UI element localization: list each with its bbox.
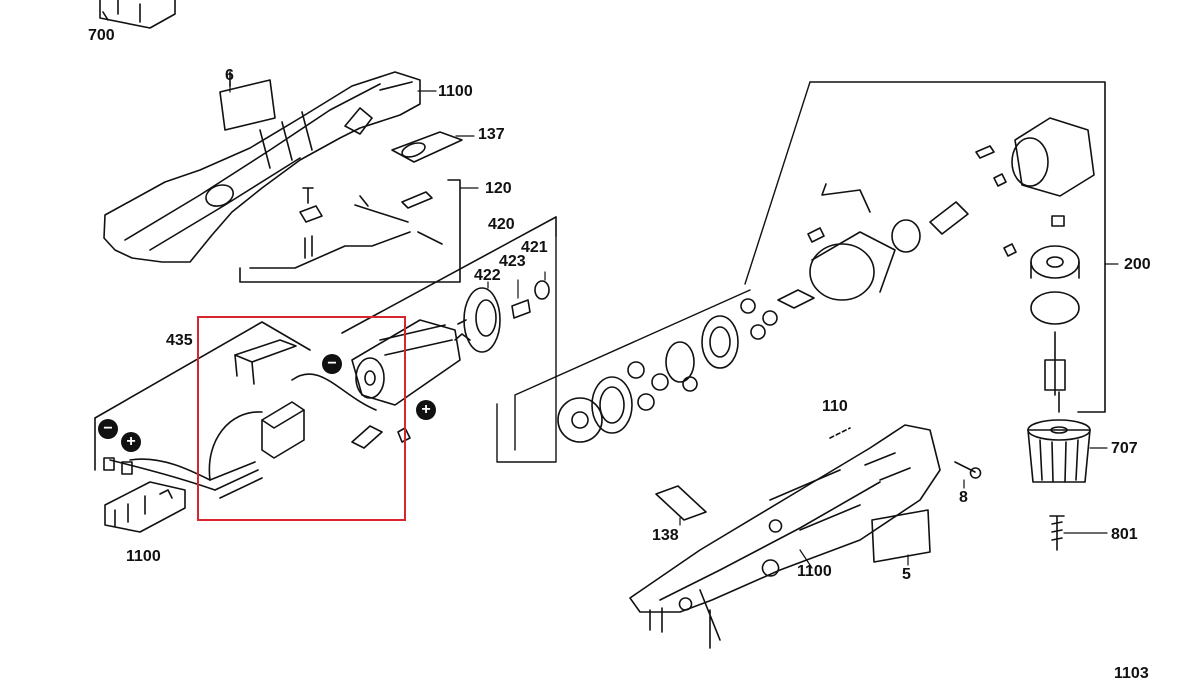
label-6: 6 — [225, 67, 234, 84]
gear-housing-drawing — [807, 183, 969, 301]
minus-terminal-marker-battery: − — [98, 419, 118, 439]
label-420: 420 — [488, 216, 515, 233]
label-422: 422 — [474, 267, 501, 284]
switch-assembly-120-drawing — [239, 179, 461, 283]
label-137: 137 — [478, 126, 505, 143]
leader-lines — [229, 81, 1119, 569]
highlight-box — [197, 316, 406, 521]
label-707: 707 — [1111, 440, 1138, 457]
motor-drawing — [351, 319, 471, 406]
clip-110-drawing — [829, 427, 851, 439]
group-420-bracket — [341, 216, 557, 463]
angle-head-200-drawing — [514, 81, 1106, 451]
label-801: 801 — [1111, 526, 1138, 543]
label-1100-top: 1100 — [438, 83, 473, 100]
wiring-harness-drawing — [109, 339, 411, 499]
chuck-707-drawing — [1027, 391, 1091, 483]
group-435-bracket — [94, 321, 311, 471]
label-120: 120 — [485, 180, 512, 197]
label-8: 8 — [959, 489, 968, 506]
label-700: 700 — [88, 27, 115, 44]
plus-terminal-marker-battery: + — [121, 432, 141, 452]
screw-801-drawing — [1049, 515, 1065, 551]
label-110: 110 — [822, 398, 848, 415]
label-1100-bottom: 1100 — [797, 563, 832, 580]
label-138: 138 — [652, 527, 679, 544]
label-1100-left: 1100 — [126, 548, 161, 565]
label-421: 421 — [521, 239, 548, 256]
label-5-drawing — [871, 509, 931, 563]
housing-half-1100-bottom-drawing — [629, 424, 941, 649]
label-423: 423 — [499, 253, 526, 270]
label-1103-partial: 1103 — [1114, 665, 1149, 682]
switch-cover-137-drawing — [391, 131, 463, 163]
label-435: 435 — [166, 332, 193, 349]
terminal-block-1100-left-drawing — [104, 481, 186, 533]
plus-terminal-marker-motor: + — [416, 400, 436, 420]
part-700-drawing — [99, 0, 176, 29]
terminal-plus-drawing — [121, 461, 133, 475]
gear-train-drawing — [557, 289, 815, 443]
label-5: 5 — [902, 566, 911, 583]
screw-423-drawing — [511, 299, 531, 319]
housing-half-1100-top-drawing — [103, 71, 421, 263]
gear-plate-422-drawing — [457, 287, 501, 353]
terminal-minus-drawing — [103, 457, 115, 471]
minus-terminal-marker-motor: − — [322, 354, 342, 374]
nut-421-drawing — [534, 280, 550, 300]
part-138-drawing — [655, 485, 707, 521]
label-200: 200 — [1124, 256, 1151, 273]
screw-8-drawing — [954, 461, 982, 479]
